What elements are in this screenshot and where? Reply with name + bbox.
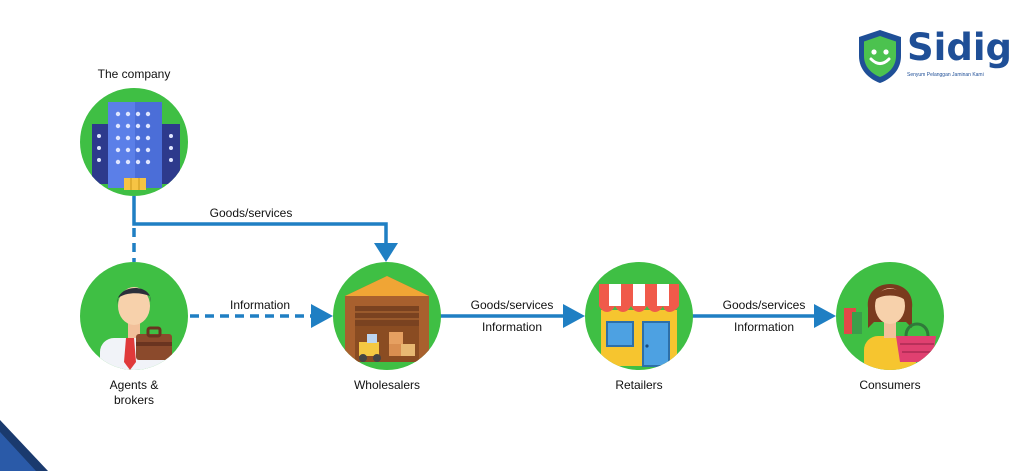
arrowhead-icon — [374, 243, 398, 262]
edge-agents-to-wholesalers — [190, 304, 333, 328]
node-wholesalers[interactable] — [333, 262, 441, 370]
edge-label-wholesale-info: Information — [481, 320, 543, 334]
wholesalers-label: Wholesalers — [353, 378, 421, 392]
edge-label-company-goods: Goods/services — [209, 206, 293, 220]
company-label: The company — [97, 67, 171, 81]
edge-label-wholesale-goods: Goods/services — [470, 298, 554, 312]
node-consumers[interactable] — [836, 262, 944, 370]
edge-company-to-wholesalers — [132, 196, 398, 262]
shop-icon — [599, 284, 679, 367]
warehouse-icon — [345, 276, 429, 362]
shield-smile-icon — [859, 30, 901, 83]
consumers-label: Consumers — [859, 378, 921, 392]
edge-label-agents-info: Information — [229, 298, 291, 312]
edge-retailers-to-consumers — [692, 304, 836, 328]
office-building-icon — [92, 102, 180, 190]
sidig-logo: Sidig Senyum Pelanggan Jaminan Kami — [855, 26, 1012, 88]
edge-label-retail-info: Information — [733, 320, 795, 334]
node-retailers[interactable] — [585, 262, 693, 370]
arrowhead-icon — [814, 304, 836, 328]
arrowhead-icon — [311, 304, 333, 328]
node-company[interactable] — [80, 88, 188, 196]
agents-label-line1: Agents & — [109, 378, 159, 392]
businessman-icon — [100, 287, 172, 370]
edge-label-retail-goods: Goods/services — [722, 298, 806, 312]
edge-wholesalers-to-retailers — [440, 304, 585, 328]
agents-label-line2: brokers — [113, 393, 154, 407]
logo-wordmark: Sidig — [907, 26, 1012, 69]
shopper-icon — [844, 284, 936, 370]
node-agents-brokers[interactable] — [80, 262, 188, 370]
logo-tagline: Senyum Pelanggan Jaminan Kami — [907, 72, 984, 78]
retailers-label: Retailers — [615, 378, 663, 392]
arrowhead-icon — [563, 304, 585, 328]
